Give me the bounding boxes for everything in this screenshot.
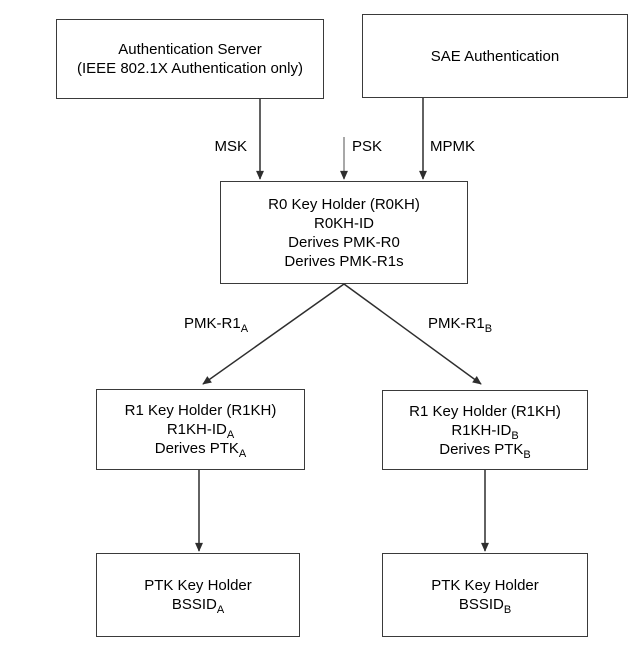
r1kh-a-derives-ptk: Derives PTKA [154,440,247,460]
r1kh-a-title: R1 Key Holder (R1KH) [124,402,277,419]
r0kh-title: R0 Key Holder (R0KH) [268,195,420,213]
ptk-a-bssid-subscript: A [216,604,225,616]
r1kh-b-ptk-subscript: B [523,448,531,461]
r1kh-b-title: R1 Key Holder (R1KH) [409,402,561,420]
box-ptk-key-holder-b: PTK Key Holder BSSIDB [382,553,588,637]
edge-label-psk: PSK [352,138,383,155]
ptk-b-bssid-subscript: B [503,604,512,616]
ptk-a-title: PTK Key Holder [144,577,252,594]
edge-label-pmk-r1-b: PMK-R1B [428,315,493,335]
arrow-pmk-r1-b [343,283,482,385]
r1kh-a-id-subscript: A [226,429,235,441]
box-sae-authentication: SAE Authentication [362,14,628,98]
box-r1-key-holder-b: R1 Key Holder (R1KH) R1KH-IDB Derives PT… [382,390,588,470]
ptk-b-title: PTK Key Holder [431,577,539,594]
edge-label-mpmk: MPMK [430,138,475,155]
arrow-pmk-r1-a [202,283,345,385]
edge-label-msk: MSK [214,138,247,155]
authentication-server-title: Authentication Server [118,41,262,58]
r0kh-id: R0KH-ID [313,214,374,232]
ptk-b-bssid: BSSIDB [458,596,512,616]
r1kh-a-id: R1KH-IDA [166,421,235,441]
r1kh-a-ptk-subscript: A [238,448,247,460]
r1kh-b-derives-ptk: Derives PTKB [439,440,531,461]
box-r0-key-holder: R0 Key Holder (R0KH) R0KH-ID Derives PMK… [220,181,468,284]
pmk-r1-a-subscript: A [240,323,249,335]
box-r1-key-holder-a: R1 Key Holder (R1KH) R1KH-IDA Derives PT… [96,389,305,470]
r1kh-b-id: R1KH-IDB [451,421,519,442]
pmk-r1-b-subscript: B [484,323,493,335]
edge-label-pmk-r1-a: PMK-R1A [184,315,249,335]
authentication-server-subtitle: (IEEE 802.1X Authentication only) [77,60,303,77]
r0kh-derives-pmk-r0: Derives PMK-R0 [288,233,400,251]
box-authentication-server: Authentication Server (IEEE 802.1X Authe… [56,19,324,99]
r0kh-derives-pmk-r1s: Derives PMK-R1s [284,252,404,270]
ptk-a-bssid: BSSIDA [171,596,225,616]
sae-authentication-title: SAE Authentication [430,47,560,65]
r1kh-b-id-subscript: B [511,429,519,442]
box-ptk-key-holder-a: PTK Key Holder BSSIDA [96,553,300,637]
